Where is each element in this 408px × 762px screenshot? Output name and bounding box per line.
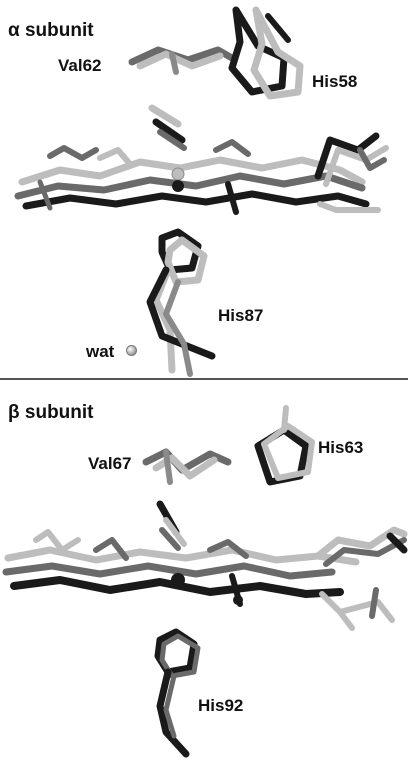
beta-title-greek: β (8, 402, 20, 423)
alpha-subunit-panel: α subunit Val62 His58 His87 wat (0, 0, 408, 378)
alpha-val62-label: Val62 (58, 56, 102, 76)
beta-val67-residue (146, 452, 228, 482)
alpha-his58-label: His58 (312, 72, 357, 92)
alpha-heme-group (18, 136, 386, 212)
beta-his63-label: His63 (318, 438, 363, 458)
beta-title-text: subunit (25, 402, 94, 423)
beta-his92-label: His92 (198, 696, 243, 716)
alpha-his58-residue (232, 10, 300, 96)
beta-val67-label: Val67 (88, 454, 132, 474)
beta-subunit-panel: β subunit Val67 His63 His92 (0, 380, 408, 762)
beta-panel-title: β subunit (8, 402, 94, 424)
alpha-panel-title: α subunit (8, 20, 94, 42)
beta-heme-group (6, 530, 404, 628)
alpha-title-text: subunit (25, 20, 94, 41)
beta-ligand (160, 504, 184, 548)
beta-his92-residue (158, 632, 198, 754)
alpha-his87-label: His87 (218, 306, 263, 326)
alpha-water-label: wat (86, 342, 114, 362)
alpha-val62-residue (132, 50, 232, 72)
alpha-title-greek: α (8, 20, 20, 41)
alpha-his87-residue (150, 232, 212, 374)
alpha-ligand (152, 108, 184, 148)
alpha-water-molecule (126, 345, 137, 356)
beta-his63-residue (258, 408, 312, 482)
